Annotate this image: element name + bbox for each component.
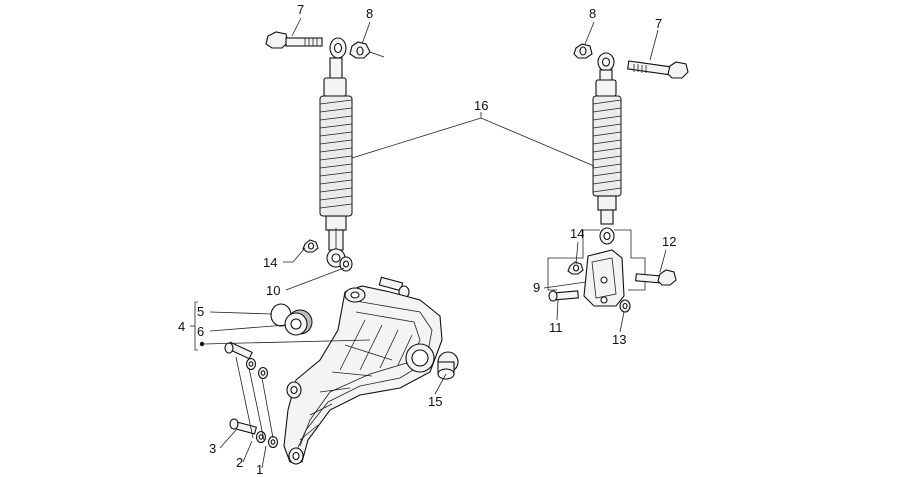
callout-labels: 7 8 8 7 16 14 10 5 4 6 15 3 2 1 14 12 9 … <box>178 2 676 477</box>
callout-6: 6 <box>197 324 204 339</box>
bearing <box>284 309 313 336</box>
callout-16: 16 <box>474 98 488 113</box>
left-lower-nut-14 <box>302 239 319 253</box>
callout-14-left: 14 <box>263 255 277 270</box>
callout-5: 5 <box>197 304 204 319</box>
left-top-nut <box>349 41 371 59</box>
lower-screw <box>229 418 258 435</box>
callout-3: 3 <box>209 441 216 456</box>
callout-11: 11 <box>549 320 563 335</box>
callout-1: 1 <box>256 462 263 477</box>
bolt-11 <box>548 290 579 302</box>
left-spring-coils <box>319 99 353 209</box>
washers <box>245 357 279 449</box>
callout-12: 12 <box>662 234 676 249</box>
callout-8-left: 8 <box>366 6 373 21</box>
right-mount-bracket <box>583 249 625 307</box>
left-lower-washer-10 <box>339 256 353 272</box>
left-shock-absorber <box>265 31 385 268</box>
mount-reference-box <box>547 229 646 291</box>
right-top-nut <box>573 43 593 59</box>
callout-14-right: 14 <box>570 226 584 241</box>
right-shock-absorber <box>592 52 622 245</box>
callout-8-right: 8 <box>589 6 596 21</box>
callout-13: 13 <box>612 332 626 347</box>
callout-9: 9 <box>533 280 540 295</box>
left-top-bolt <box>265 31 323 49</box>
right-spring-coils <box>592 99 622 193</box>
callout-4: 4 <box>178 319 185 334</box>
upper-screw <box>224 341 253 360</box>
callout-7-right: 7 <box>655 16 662 31</box>
bolt-12 <box>635 269 677 286</box>
callout-dot <box>199 341 205 347</box>
bushing <box>437 351 459 380</box>
swingarm-bracket <box>283 285 443 465</box>
leader-lines <box>190 17 667 469</box>
right-nut-14 <box>567 261 584 275</box>
callout-10: 10 <box>266 283 280 298</box>
callout-7-left: 7 <box>297 2 304 17</box>
callout-15: 15 <box>428 394 442 409</box>
callout-2: 2 <box>236 455 243 470</box>
right-top-bolt <box>627 60 689 79</box>
washer-13 <box>619 299 631 313</box>
